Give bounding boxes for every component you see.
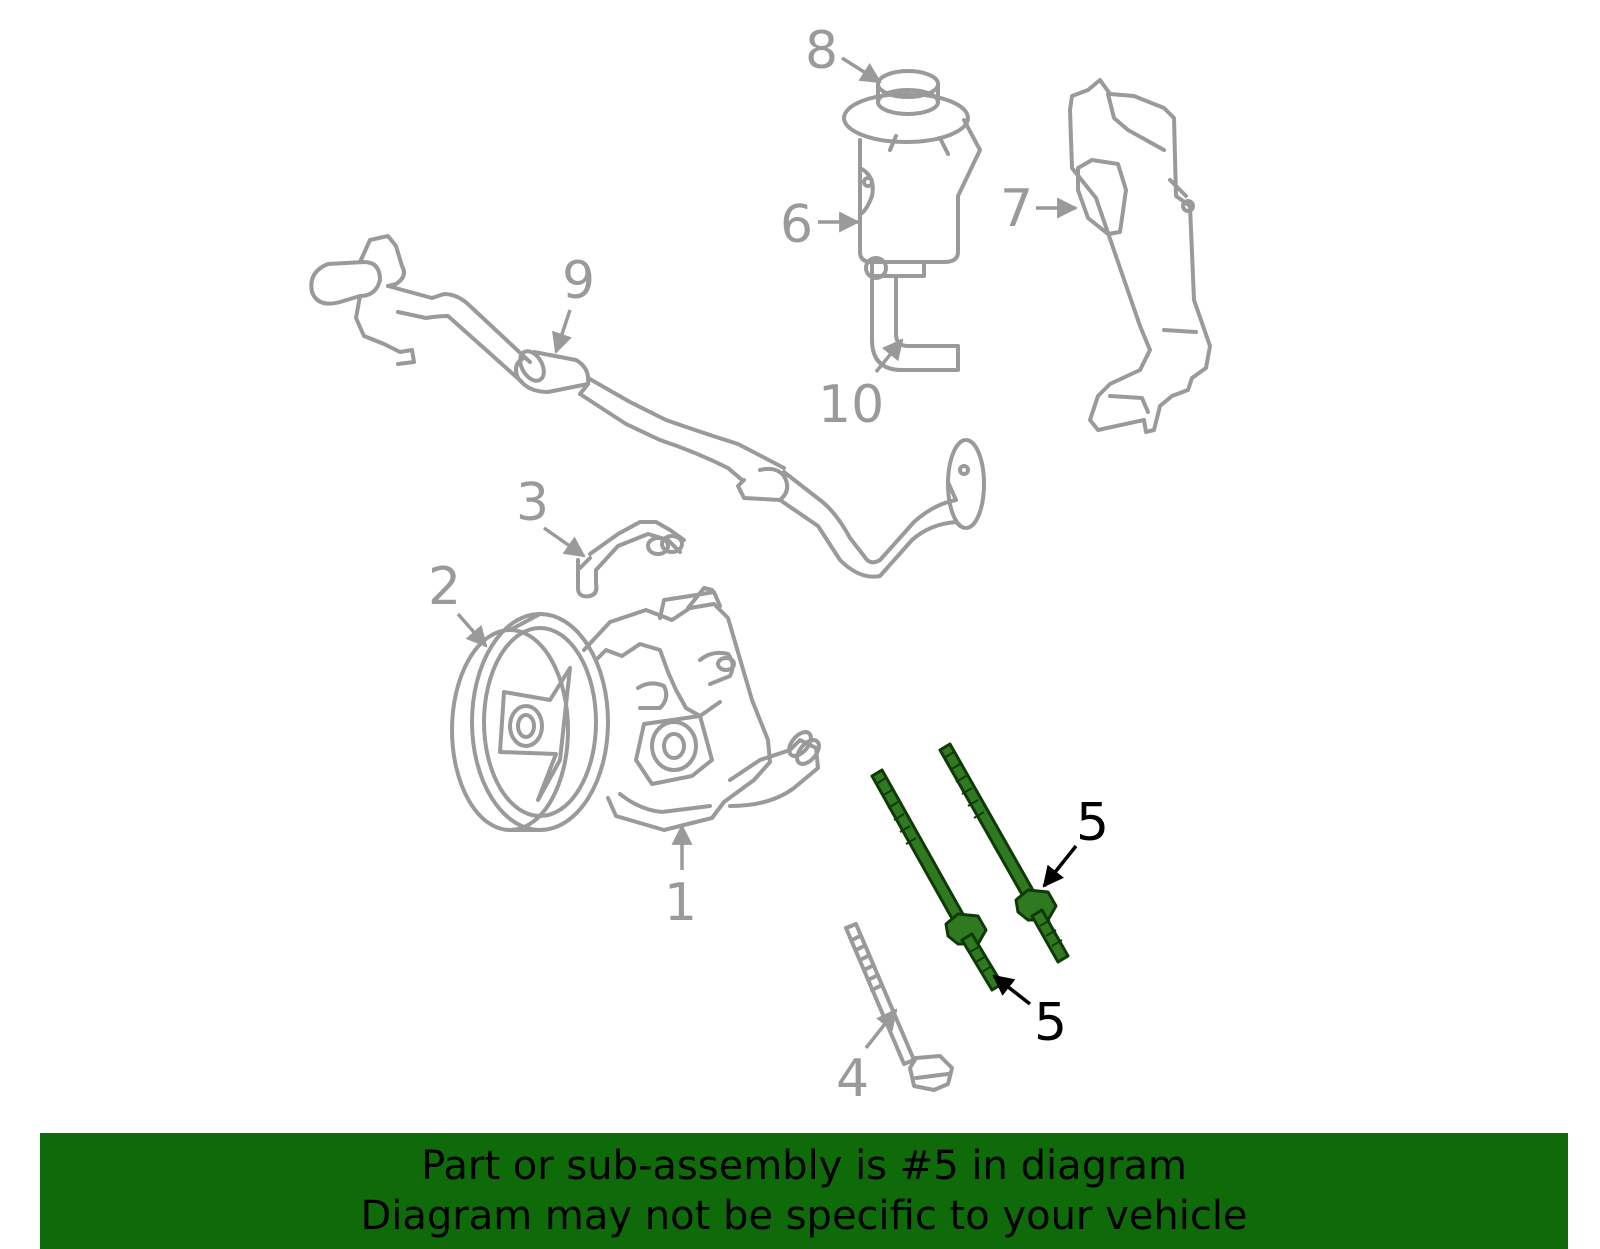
callout-5-upper: 5 bbox=[1076, 793, 1109, 853]
leader-5b bbox=[992, 974, 1032, 1006]
callout-4: 4 bbox=[836, 1049, 869, 1109]
callout-2: 2 bbox=[428, 557, 461, 617]
callout-7: 7 bbox=[1000, 179, 1033, 239]
info-banner: Part or sub-assembly is #5 in diagram Di… bbox=[40, 1133, 1568, 1249]
part-1-power-steering-pump bbox=[582, 586, 821, 832]
callout-10: 10 bbox=[818, 375, 884, 435]
part-6-reservoir bbox=[842, 92, 982, 280]
callout-6: 6 bbox=[780, 195, 813, 255]
callout-3: 3 bbox=[516, 473, 549, 533]
callout-8: 8 bbox=[805, 21, 838, 81]
callout-1: 1 bbox=[664, 873, 697, 933]
part-4-bolt bbox=[844, 922, 954, 1092]
part-2-pulley bbox=[450, 612, 610, 832]
leader-3 bbox=[542, 526, 586, 558]
part-5-stud-left bbox=[870, 768, 1004, 992]
leader-10 bbox=[874, 338, 904, 374]
leader-9 bbox=[552, 309, 572, 354]
part-5-stud-right bbox=[938, 742, 1070, 964]
leader-8 bbox=[841, 56, 882, 84]
part-3-line-bracket bbox=[576, 520, 686, 599]
leader-4 bbox=[864, 1008, 898, 1050]
part-10-reservoir-hose bbox=[870, 276, 960, 372]
callout-5-lower: 5 bbox=[1034, 993, 1067, 1053]
part-8-reservoir-cap bbox=[876, 69, 940, 116]
leader-2 bbox=[456, 612, 488, 648]
leader-5a bbox=[1042, 844, 1078, 888]
banner-line-part: Part or sub-assembly is #5 in diagram bbox=[421, 1143, 1187, 1189]
banner-line-disclaimer: Diagram may not be specific to your vehi… bbox=[360, 1193, 1248, 1239]
part-9-pressure-hose bbox=[309, 234, 986, 579]
callout-9: 9 bbox=[562, 251, 595, 311]
part-7-bracket bbox=[1068, 78, 1212, 434]
